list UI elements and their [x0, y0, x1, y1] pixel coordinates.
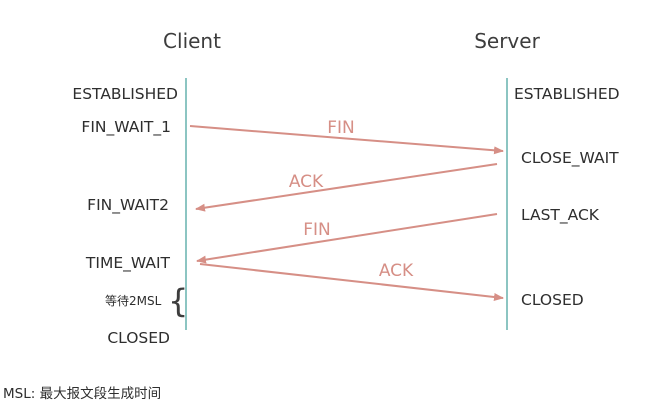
client-state-closed: CLOSED: [107, 329, 170, 347]
client-state-fin-wait-1: FIN_WAIT_1: [81, 118, 171, 137]
client-header: Client: [163, 29, 221, 53]
client-state-wait-2msl: 等待2MSL: [105, 294, 162, 308]
client-state-established: ESTABLISHED: [72, 85, 178, 103]
server-header: Server: [474, 29, 540, 53]
server-state-closed: CLOSED: [521, 291, 584, 309]
message-label-ack-1: ACK: [289, 172, 324, 192]
message-label-fin-1: FIN: [327, 118, 355, 138]
message-label-fin-2: FIN: [303, 220, 331, 240]
server-state-close-wait: CLOSE_WAIT: [521, 149, 619, 168]
ack-arrow-server-to-client: [195, 163, 498, 212]
msl-footnote: MSL: 最大报文段生成时间: [3, 386, 161, 402]
fin-arrow-server-to-client: [196, 213, 498, 264]
wait-2msl-brace: {: [168, 282, 188, 320]
ack-arrow-client-to-server: [199, 263, 504, 301]
client-state-fin-wait-2: FIN_WAIT2: [87, 196, 169, 215]
message-label-ack-2: ACK: [379, 261, 414, 281]
client-state-time-wait: TIME_WAIT: [85, 254, 171, 273]
server-state-established: ESTABLISHED: [514, 85, 620, 103]
server-state-last-ack: LAST_ACK: [521, 206, 600, 225]
fin-arrow-client-to-server: [189, 125, 504, 155]
